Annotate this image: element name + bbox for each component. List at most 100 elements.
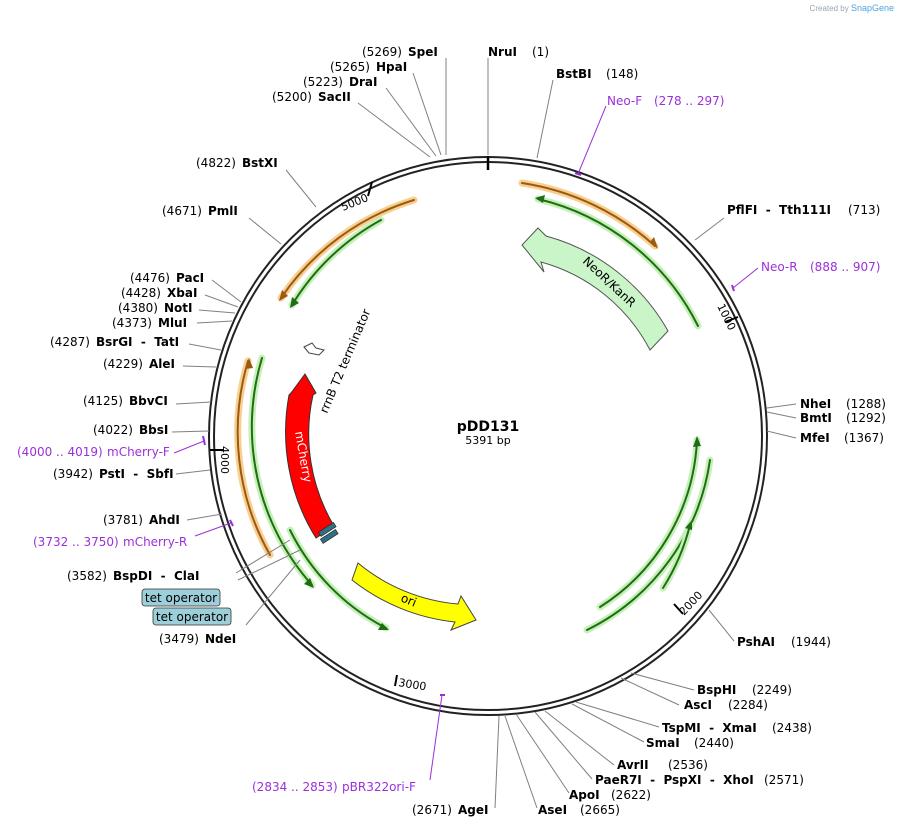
enzymes-12-pos: (4373) [112, 316, 152, 330]
enzymes-7-pos: (4671) [162, 204, 202, 218]
enzymes-13-pos: (4287) [50, 335, 90, 349]
enzymes-7-name: PmlI [208, 204, 238, 218]
enzymes-21-pos: (1288) [846, 397, 886, 411]
credit-prefix: Created by [809, 4, 849, 13]
enzymes-12-name: MluI [158, 316, 187, 330]
enzymes-4-pos: (1) [532, 45, 549, 59]
ticks-2: 3000 [398, 676, 428, 693]
enzymes-27-name: TspMI - XmaI [662, 721, 757, 735]
enzymes-1-pos: (5265) [330, 60, 370, 74]
enzymes-29-name: AvrII [617, 758, 649, 772]
enzymes-11-pos: (4380) [118, 301, 158, 315]
enzymes-19-name: BspDI - ClaI [113, 569, 199, 583]
primers-3-range: (3732 .. 3750) [33, 535, 119, 549]
tet-operator-label-1: tet operator [141, 588, 221, 607]
enzymes-32-name: AseI [538, 803, 567, 817]
tick-4000: 4000 [210, 446, 231, 474]
enzymes-6-pos: (4822) [196, 156, 236, 170]
enzymes-3-name: SacII [318, 90, 351, 104]
enzymes-6-name: BstXI [242, 156, 278, 170]
enzymes-23-pos: (1367) [844, 431, 884, 445]
enzymes-2-pos: (5223) [303, 75, 343, 89]
primer-labels: Neo-F (278 .. 297) Neo-R (888 .. 907) (4… [17, 94, 880, 794]
enzymes-9-name: PacI [176, 271, 204, 285]
plasmid-name: pDD131 [457, 419, 520, 435]
enzymes-31-name: ApoI [569, 788, 600, 802]
tet-operator-label-2: tet operator [152, 607, 232, 626]
feature-terminator: rrnB T2 terminator [303, 307, 374, 415]
enzymes-15-name: BbvCI [129, 394, 168, 408]
enzymes-16-name: BbsI [139, 423, 168, 437]
snapgene-credit: Created by SnapGene [810, 3, 894, 13]
enzymes-17-name: PstI - SbfI [99, 467, 174, 481]
enzymes-8-name: PflFI - Tth111I [727, 203, 831, 217]
enzymes-5-pos: (148) [606, 67, 638, 81]
enzymes-19-pos: (3582) [67, 569, 107, 583]
enzymes-17-pos: (3942) [53, 467, 93, 481]
enzymes-32-pos: (2665) [580, 803, 620, 817]
feature-ori-label: ori [399, 591, 419, 610]
enzymes-30-name: PaeR7I - PspXI - XhoI [595, 773, 754, 787]
enzyme-labels: (5269) SpeI (5265) HpaI (5223) DraI (520… [50, 45, 886, 817]
primers-4-name: pBR322ori-F [342, 780, 416, 794]
enzymes-5-name: BstBI [556, 67, 592, 81]
enzymes-10-name: XbaI [167, 286, 197, 300]
enzymes-31-pos: (2622) [611, 788, 651, 802]
enzymes-13-name: BsrGI - TatI [96, 335, 179, 349]
feature-neo[interactable]: NeoR/KanR [521, 227, 669, 351]
enzymes-26-pos: (2284) [728, 698, 768, 712]
primers-4-range: (2834 .. 2853) [252, 780, 338, 794]
enzymes-11-name: NotI [164, 301, 193, 315]
enzymes-33-name: AgeI [458, 803, 488, 817]
features-tet1: tet operator [145, 591, 217, 605]
enzymes-8-pos: (713) [848, 203, 880, 217]
enzymes-33-pos: (2671) [412, 803, 452, 817]
primers-1-name: Neo-R [761, 260, 798, 274]
enzymes-22-name: BmtI [800, 411, 832, 425]
enzymes-18-pos: (3781) [103, 513, 143, 527]
enzymes-22-pos: (1292) [846, 411, 886, 425]
primers-0-name: Neo-F [607, 94, 642, 108]
enzymes-10-pos: (4428) [121, 286, 161, 300]
tick-2000: 2000 [673, 589, 706, 618]
primer-leaders [173, 105, 759, 781]
enzymes-29-pos: (2536) [668, 758, 708, 772]
enzymes-3-pos: (5200) [272, 90, 312, 104]
enzymes-27-pos: (2438) [772, 721, 812, 735]
tick-3000: 3000 [394, 674, 428, 693]
enzymes-30-pos: (2571) [764, 773, 804, 787]
enzymes-20-name: NdeI [205, 632, 236, 646]
enzymes-25-pos: (2249) [752, 683, 792, 697]
snapgene-logo: SnapGene [850, 3, 894, 13]
enzymes-25-name: BspHI [697, 683, 736, 697]
features-tet2: tet operator [156, 610, 228, 624]
orf-arcs [234, 179, 714, 634]
enzymes-2-name: DraI [349, 75, 377, 89]
enzymes-28-pos: (2440) [694, 736, 734, 750]
primers-0-range: (278 .. 297) [654, 94, 724, 108]
ticks-3: 4000 [218, 446, 231, 474]
enzymes-14-pos: (4229) [103, 357, 143, 371]
feature-terminator-label: rrnB T2 terminator [317, 307, 374, 415]
primers-2-range: (4000 .. 4019) [17, 445, 103, 459]
enzymes-24-pos: (1944) [791, 635, 831, 649]
enzymes-16-pos: (4022) [93, 423, 133, 437]
enzymes-1-name: HpaI [376, 60, 407, 74]
primers-1-range: (888 .. 907) [810, 260, 880, 274]
enzymes-20-pos: (3479) [159, 632, 199, 646]
feature-ori[interactable]: ori [351, 562, 477, 631]
enzymes-28-name: SmaI [646, 736, 680, 750]
enzymes-15-pos: (4125) [83, 394, 123, 408]
ticks-1: 2000 [677, 589, 706, 618]
ticks-4: 5000 [339, 191, 370, 214]
primer-markers [202, 172, 735, 696]
plasmid-length: 5391 bp [465, 434, 510, 447]
enzymes-9-pos: (4476) [130, 271, 170, 285]
leader-lines [171, 58, 797, 809]
enzymes-23-name: MfeI [800, 431, 830, 445]
enzymes-26-name: AscI [684, 698, 712, 712]
enzymes-0-name: SpeI [408, 45, 438, 59]
enzymes-14-name: AleI [149, 357, 175, 371]
enzymes-21-name: NheI [800, 397, 831, 411]
